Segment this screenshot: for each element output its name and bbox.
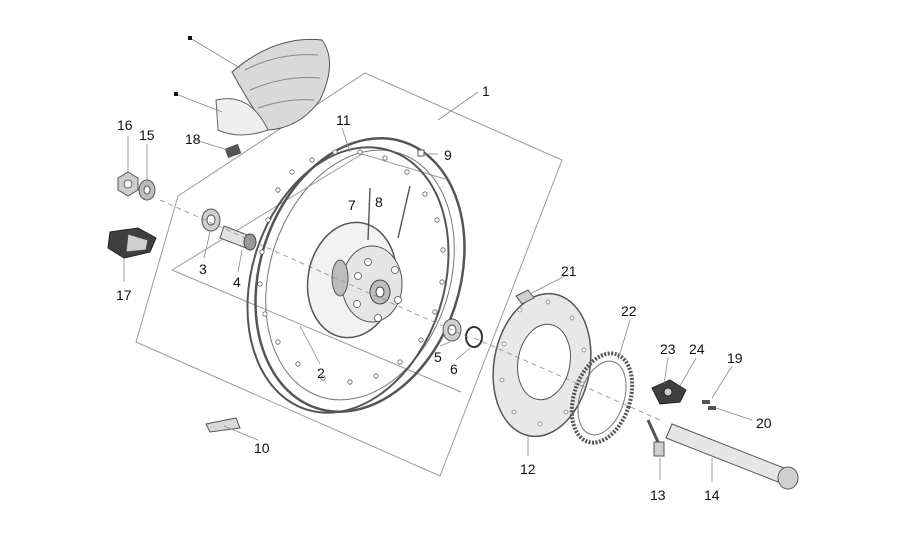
callout-18: 18 bbox=[185, 131, 201, 147]
tyre bbox=[174, 36, 331, 136]
sensor-screws bbox=[702, 400, 716, 410]
callout-23: 23 bbox=[660, 341, 676, 357]
callout-5: 5 bbox=[434, 349, 442, 365]
valve-part bbox=[224, 143, 242, 159]
brake-disc bbox=[492, 292, 592, 438]
spoke-nipples bbox=[367, 185, 411, 241]
callout-22: 22 bbox=[621, 303, 637, 319]
axle-nut bbox=[117, 171, 139, 197]
callout-1: 1 bbox=[482, 83, 490, 99]
callout-3: 3 bbox=[199, 261, 207, 277]
wheel-rim bbox=[246, 137, 466, 414]
callout-24: 24 bbox=[689, 341, 705, 357]
balance-weight bbox=[205, 417, 241, 433]
bearing-left bbox=[201, 208, 221, 232]
callout-21: 21 bbox=[561, 263, 577, 279]
callout-16: 16 bbox=[117, 117, 133, 133]
leader-lines bbox=[123, 91, 753, 482]
disc-screw bbox=[515, 289, 535, 305]
callout-15: 15 bbox=[139, 127, 155, 143]
wheel-axle bbox=[665, 423, 799, 490]
spacer-washer bbox=[138, 179, 156, 201]
callout-8: 8 bbox=[375, 194, 383, 210]
callout-11: 11 bbox=[336, 112, 351, 128]
wheel-hub bbox=[306, 221, 403, 339]
callout-6: 6 bbox=[450, 361, 458, 377]
callout-12: 12 bbox=[520, 461, 536, 477]
callout-14: 14 bbox=[704, 487, 720, 503]
callout-19: 19 bbox=[727, 350, 743, 366]
pinch-bolt bbox=[646, 419, 665, 457]
callout-9: 9 bbox=[444, 147, 452, 163]
abs-sensor bbox=[651, 379, 687, 405]
sensor-bracket bbox=[107, 227, 157, 259]
callout-20: 20 bbox=[756, 415, 772, 431]
valve-cap bbox=[417, 149, 425, 157]
oil-seal bbox=[465, 326, 483, 348]
callout-17: 17 bbox=[116, 287, 132, 303]
abs-tone-ring bbox=[569, 351, 635, 445]
callout-10: 10 bbox=[254, 440, 270, 456]
callout-labels: 1 2 3 4 5 6 7 8 9 10 11 12 13 14 15 16 1… bbox=[116, 83, 772, 503]
inner-spacer bbox=[219, 225, 257, 251]
callout-4: 4 bbox=[233, 274, 241, 290]
callout-7: 7 bbox=[348, 197, 356, 213]
callout-13: 13 bbox=[650, 487, 666, 503]
callout-2: 2 bbox=[317, 365, 325, 381]
